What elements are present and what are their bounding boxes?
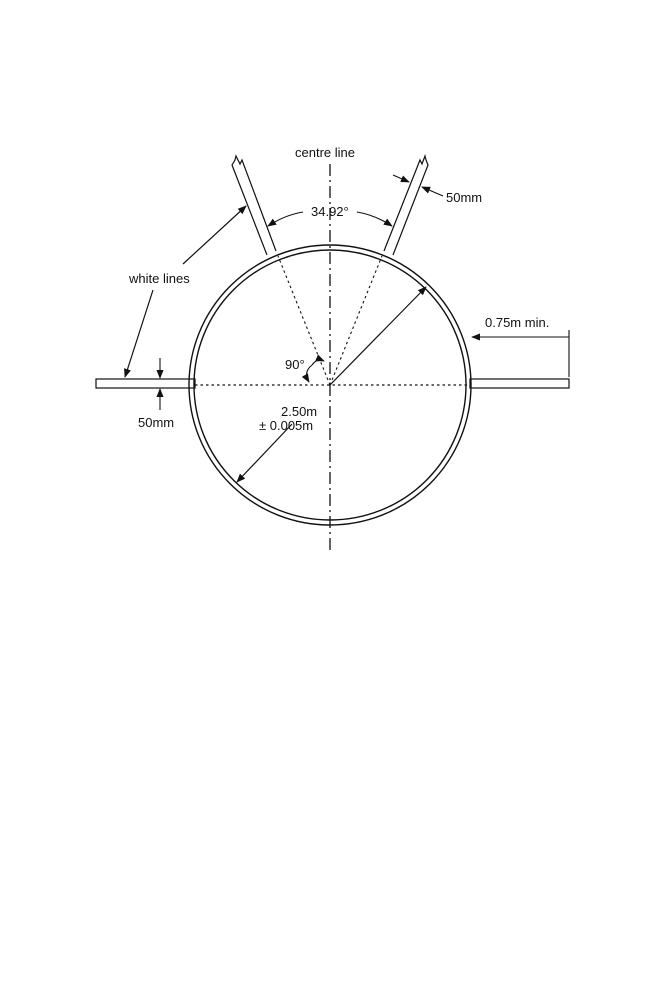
left-white-line	[95, 378, 196, 389]
right-sector-dotted	[329, 255, 383, 386]
right-angle-arc-top	[311, 354, 325, 366]
left-sector-dotted	[277, 255, 331, 386]
sector-angle-dimension	[267, 211, 393, 227]
white-lines-label: white lines	[128, 271, 190, 286]
centre-line-label: centre line	[295, 145, 355, 160]
diameter-arrow-lower	[236, 423, 293, 483]
right-white-line	[469, 378, 570, 389]
sector-white-lines	[231, 153, 429, 256]
sector-dotted-lines	[277, 255, 383, 386]
top-width-arrow-left	[392, 174, 410, 183]
right-angle-label: 90°	[285, 357, 305, 372]
top-width-arrow-right	[421, 186, 444, 197]
horizontal-white-lines	[95, 378, 570, 389]
diameter-arrow	[329, 286, 427, 386]
diameter-label: 2.50m	[281, 404, 317, 419]
top-width-dimension	[392, 174, 444, 197]
white-lines-leader-upper	[182, 205, 247, 265]
tolerance-label: ± 0.005m	[259, 418, 313, 433]
white-lines-leader-lower	[124, 289, 154, 378]
left-sector-line	[231, 154, 277, 256]
sector-angle-arc-right	[356, 211, 393, 227]
right-angle-arc	[301, 364, 313, 383]
extension-dimension	[471, 330, 570, 377]
sector-angle-arc-left	[267, 211, 304, 227]
top-width-label: 50mm	[446, 190, 482, 205]
right-sector-line	[383, 153, 429, 256]
sector-angle-label: 34.92°	[311, 204, 349, 219]
extension-label: 0.75m min.	[485, 315, 549, 330]
white-lines-leaders	[124, 205, 247, 378]
left-width-label: 50mm	[138, 415, 174, 430]
